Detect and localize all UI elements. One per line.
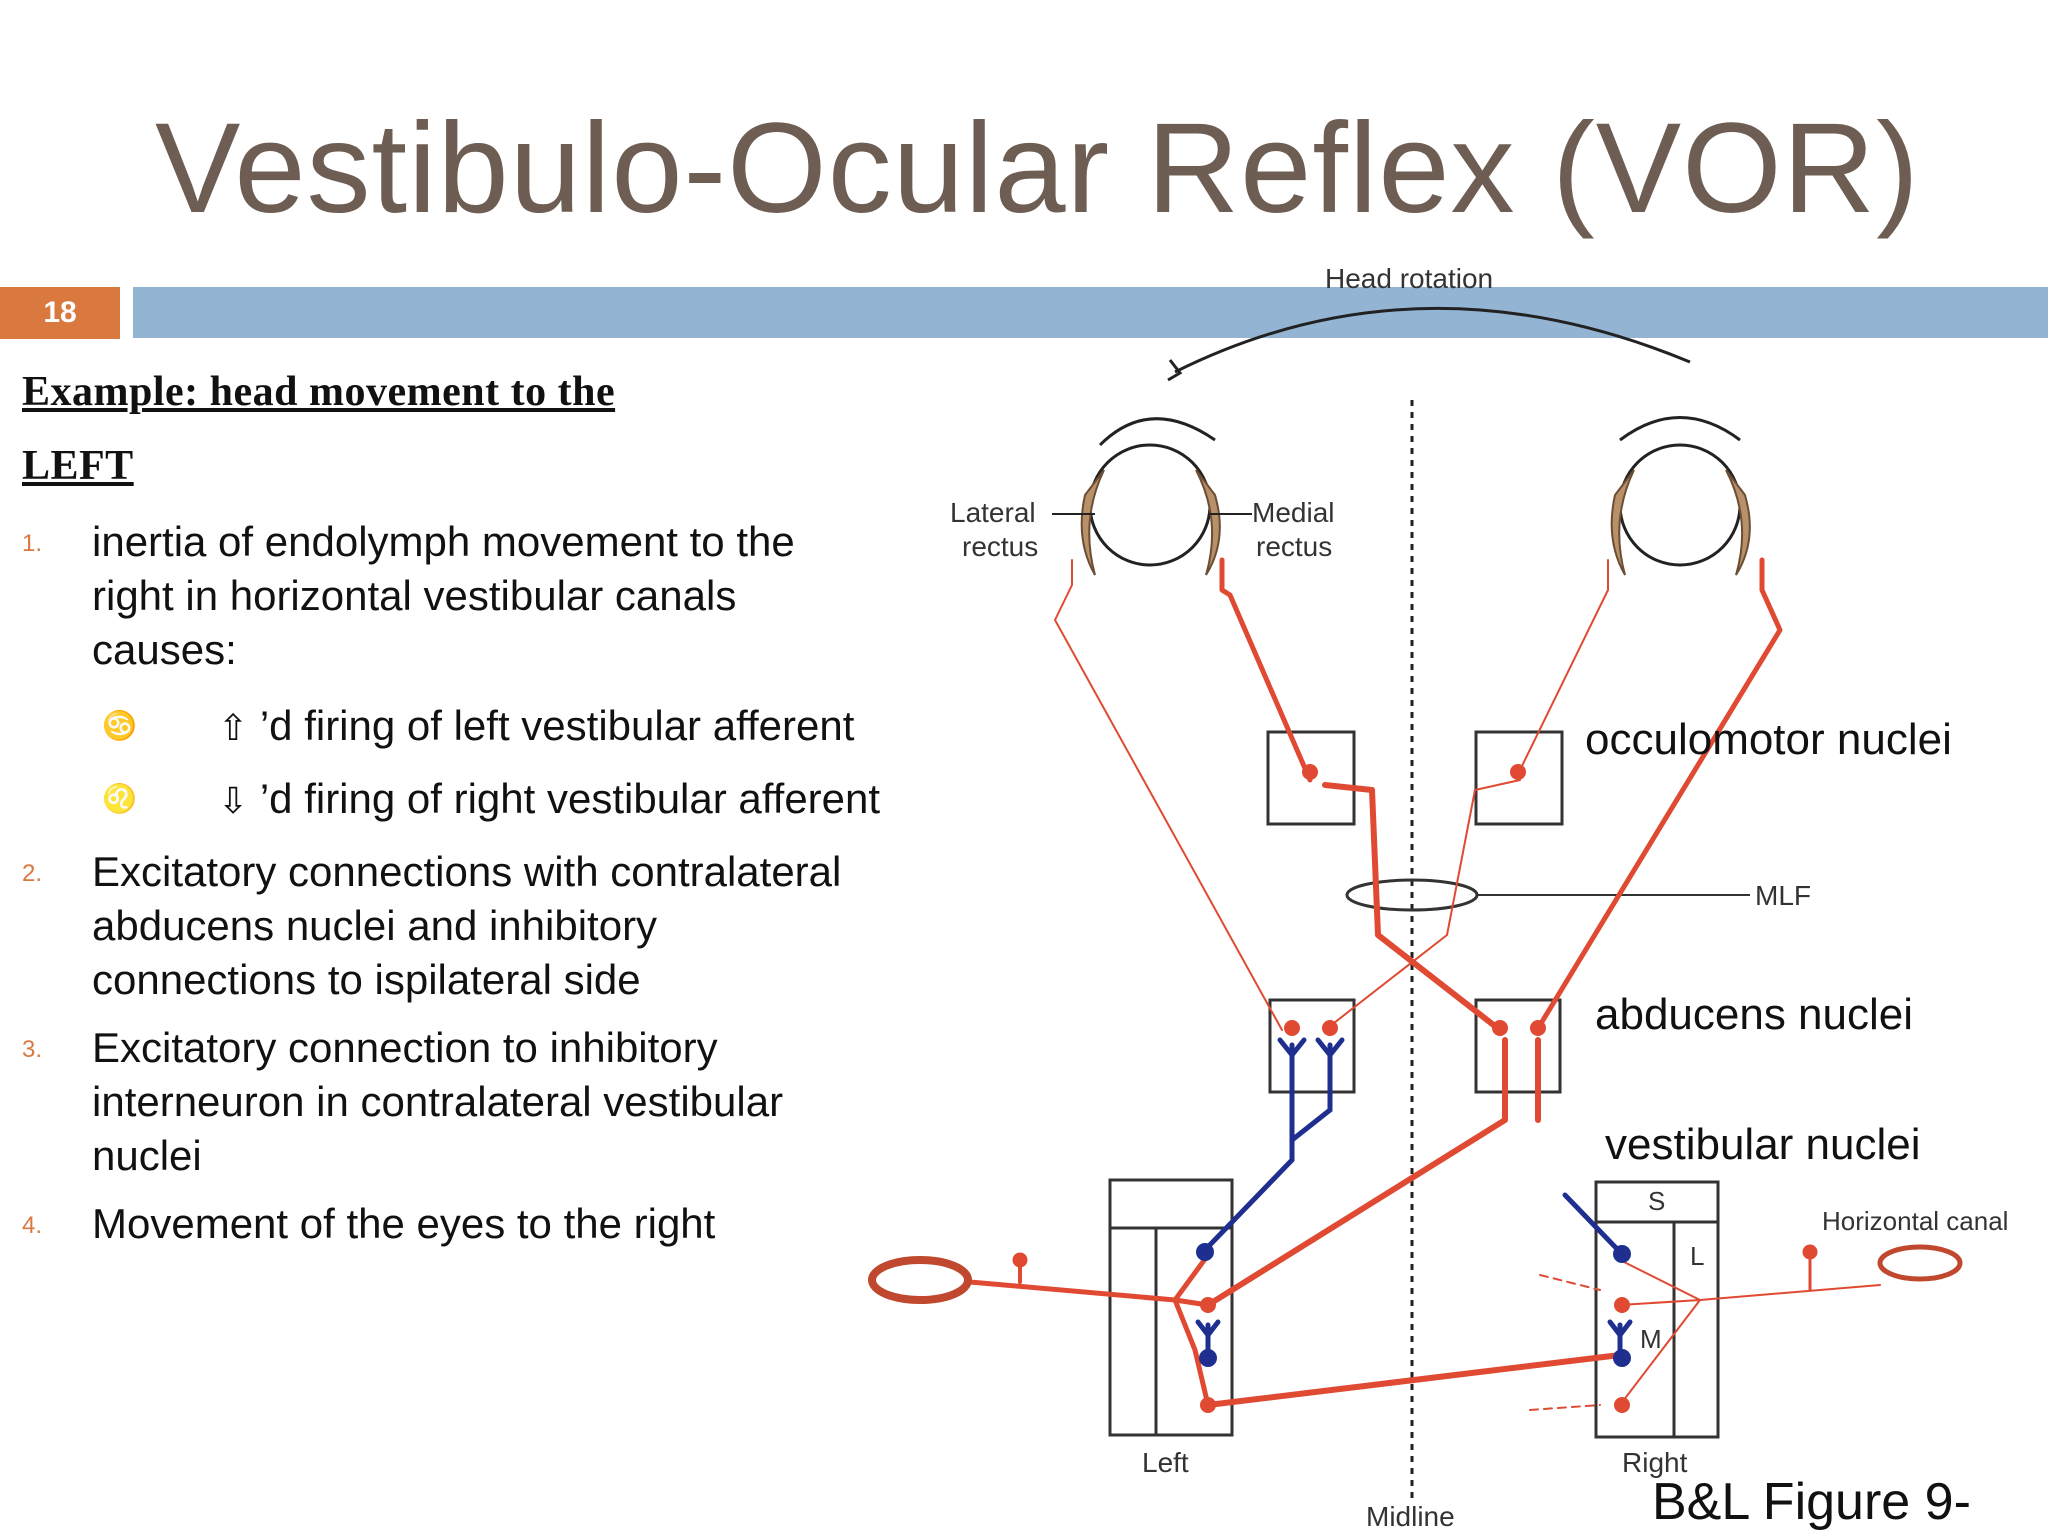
- up-arrow-icon: ⇧: [218, 708, 249, 749]
- left-abducens-box: [1268, 998, 1356, 1094]
- mlf-label: MLF: [1755, 880, 1811, 911]
- sub-bullet-icon: ♋: [102, 710, 137, 741]
- sub-item: ♌ ⇩ ’d firing of right vestibular affere…: [22, 772, 882, 829]
- slide-number: 18: [0, 287, 120, 339]
- right-horizontal-canal: [1877, 1244, 1963, 1282]
- medial-rectus-label: rectus: [1256, 531, 1332, 562]
- heading-line-1: Example: head movement to the: [22, 369, 616, 415]
- s-label: S: [1648, 1186, 1665, 1216]
- heading-line-2: LEFT: [22, 443, 134, 489]
- m-label: M: [1640, 1324, 1662, 1354]
- list-item: 3. Excitatory connection to inhibitory i…: [22, 1021, 882, 1183]
- sub-text: ’d firing of left vestibular afferent: [248, 702, 855, 749]
- left-label: Left: [1142, 1447, 1189, 1478]
- medial-rectus-label: Medial: [1252, 497, 1334, 528]
- sub-text: ’d firing of right vestibular afferent: [248, 775, 881, 822]
- header-bar: [133, 287, 2048, 338]
- list-item: 4. Movement of the eyes to the right: [22, 1197, 882, 1251]
- lateral-rectus-label: Lateral: [950, 497, 1036, 528]
- list-item: 2. Excitatory connections with contralat…: [22, 845, 882, 1007]
- list-text: Excitatory connection to inhibitory inte…: [92, 1024, 784, 1179]
- left-eye: [1080, 417, 1221, 576]
- text-panel: Example: head movement to the LEFT 1. in…: [22, 355, 882, 1251]
- midline-label: Midline: [1366, 1501, 1455, 1532]
- horizontal-canal-label: Horizontal canal: [1822, 1206, 2008, 1236]
- lateral-rectus-label: rectus: [962, 531, 1038, 562]
- l-label: L: [1690, 1241, 1704, 1271]
- list-text: Excitatory connections with contralatera…: [92, 848, 842, 1003]
- list-item: 1. inertia of endolymph movement to the …: [22, 515, 882, 677]
- list-text: Movement of the eyes to the right: [92, 1200, 716, 1247]
- occulomotor-label: occulomotor nuclei: [1585, 715, 1952, 764]
- example-heading: Example: head movement to the LEFT: [22, 355, 882, 503]
- arrow-head-icon: [1167, 359, 1183, 382]
- list-number: 4.: [22, 1212, 43, 1239]
- abducens-label: abducens nuclei: [1595, 990, 1914, 1039]
- left-oculomotor-box: [1266, 730, 1356, 826]
- sub-bullet-icon: ♌: [102, 783, 137, 814]
- list-number: 2.: [22, 860, 43, 887]
- right-eye: [1610, 416, 1751, 576]
- right-vestibular-box: [1594, 1180, 1720, 1439]
- list-number: 3.: [22, 1036, 43, 1063]
- left-vestibular-box: [1108, 1178, 1234, 1437]
- slide-title: Vestibulo-Ocular Reflex (VOR): [155, 97, 1920, 240]
- vor-circuit-diagram: Head rotation Midline Lateral rectus Med…: [868, 263, 2008, 1532]
- sub-item: ♋ ⇧ ’d firing of left vestibular afferen…: [22, 699, 882, 756]
- down-arrow-icon: ⇩: [218, 781, 249, 822]
- figure-reference: B&L Figure 9-: [1652, 1473, 1971, 1531]
- head-rotation-label: Head rotation: [1325, 263, 1493, 294]
- right-label: Right: [1622, 1447, 1688, 1478]
- vestibular-label: vestibular nuclei: [1605, 1120, 1921, 1169]
- head-rotation-arc: [1174, 306, 1691, 374]
- left-horizontal-canal: [868, 1256, 972, 1304]
- list-number: 1.: [22, 530, 43, 557]
- list-text: inertia of endolymph movement to the rig…: [92, 518, 795, 673]
- right-oculomotor-box: [1474, 730, 1564, 826]
- right-abducens-box: [1474, 998, 1562, 1094]
